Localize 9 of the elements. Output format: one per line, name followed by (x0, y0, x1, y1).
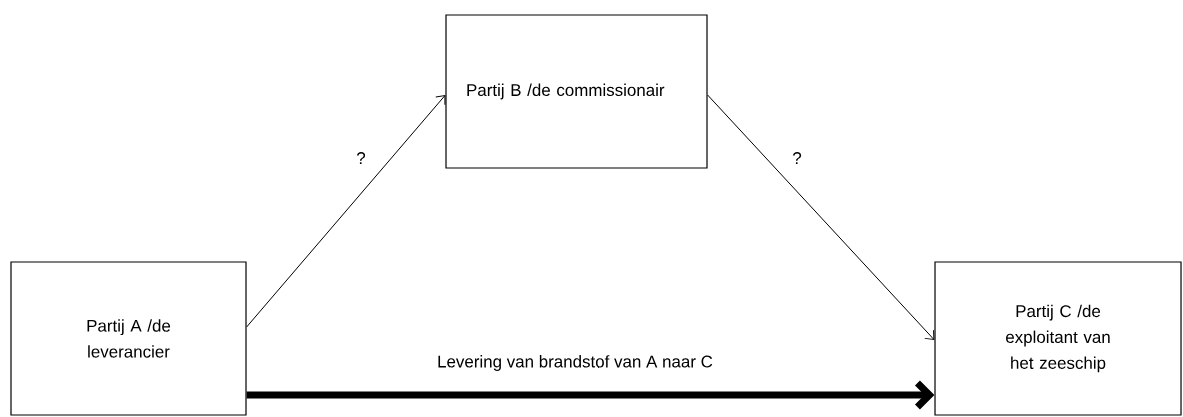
edge-label: ? (357, 152, 366, 164)
process-box: Partij C /de exploitant van het zeeschip (934, 261, 1182, 416)
process-box: Partij B /de commissionair (445, 14, 708, 169)
edge-label: ? (793, 152, 802, 164)
arrow (707, 94, 935, 340)
arrow (246, 380, 935, 410)
process-box: Partij A /de leverancier (10, 261, 247, 416)
arrow (246, 95, 446, 328)
edge-label: Levering van brandstof van A naar C (438, 355, 713, 371)
